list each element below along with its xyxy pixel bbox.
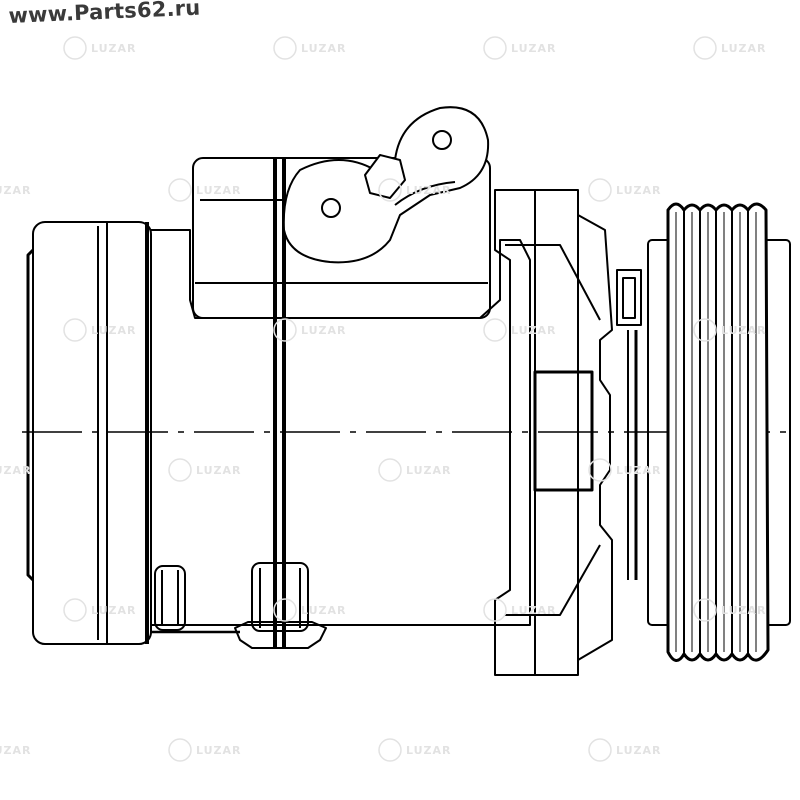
watermark-logo-icon — [693, 318, 717, 342]
watermark-logo-icon — [693, 598, 717, 622]
watermark-logo-icon — [168, 178, 192, 202]
watermark-logo-icon — [378, 458, 402, 482]
compressor-body — [151, 229, 531, 634]
watermark-logo-icon — [273, 318, 297, 342]
watermark-text: LUZAR — [91, 604, 137, 617]
watermark-logo-icon — [693, 36, 717, 60]
watermark-text: LUZAR — [196, 464, 242, 477]
watermark-logo-icon — [273, 598, 297, 622]
watermark-layer: LUZAR LUZAR LUZAR LUZAR LUZAR LUZAR LUZAR LUZAR… — [0, 36, 767, 762]
watermark-logo-icon — [588, 738, 612, 762]
bottom-fitting-left — [154, 565, 186, 631]
watermark-logo-icon — [378, 738, 402, 762]
watermark-text: LUZAR — [301, 324, 347, 337]
watermark-text: LUZAR — [511, 42, 557, 55]
watermark-text: LUZAR — [406, 464, 452, 477]
watermark-text: LUZAR — [406, 744, 452, 757]
watermark-logo-icon — [168, 458, 192, 482]
pulley — [647, 202, 791, 662]
watermark-logo-icon — [483, 598, 507, 622]
watermark-text: LUZAR — [721, 604, 767, 617]
watermark-text: LUZAR — [511, 604, 557, 617]
watermark-text: LUZAR — [616, 744, 662, 757]
watermark-logo-icon — [588, 458, 612, 482]
watermark-text: LUZAR — [0, 464, 32, 477]
watermark-text: LUZAR — [91, 42, 137, 55]
watermark-logo-icon — [378, 178, 402, 202]
watermark-text: LUZAR — [196, 744, 242, 757]
compressor-outline — [22, 106, 795, 676]
watermark-text: LUZAR — [406, 184, 452, 197]
watermark-text: LUZAR — [616, 184, 662, 197]
watermark-logo-icon — [483, 36, 507, 60]
watermark-text: LUZAR — [616, 464, 662, 477]
watermark-logo-icon — [63, 598, 87, 622]
watermark-logo-icon — [63, 36, 87, 60]
watermark-text: LUZAR — [511, 324, 557, 337]
watermark-logo-icon — [588, 178, 612, 202]
watermark-logo-icon — [483, 318, 507, 342]
electrical-connector — [616, 269, 642, 326]
watermark-logo-icon — [63, 318, 87, 342]
watermark-text: LUZAR — [721, 42, 767, 55]
watermark-text: LUZAR — [301, 42, 347, 55]
watermark-logo-icon — [168, 738, 192, 762]
watermark-text: LUZAR — [196, 184, 242, 197]
bottom-fitting-center — [234, 562, 327, 649]
watermark-text: LUZAR — [0, 744, 32, 757]
watermark-logo-icon — [273, 36, 297, 60]
watermark-text: LUZAR — [301, 604, 347, 617]
watermark-text: LUZAR — [721, 324, 767, 337]
watermark-text: LUZAR — [0, 184, 32, 197]
rear-cover — [26, 221, 152, 645]
watermark-text: LUZAR — [91, 324, 137, 337]
front-flange — [494, 189, 613, 676]
shaft-hub — [533, 370, 594, 492]
clamp-band — [273, 158, 286, 648]
mounting-bracket — [282, 106, 490, 264]
